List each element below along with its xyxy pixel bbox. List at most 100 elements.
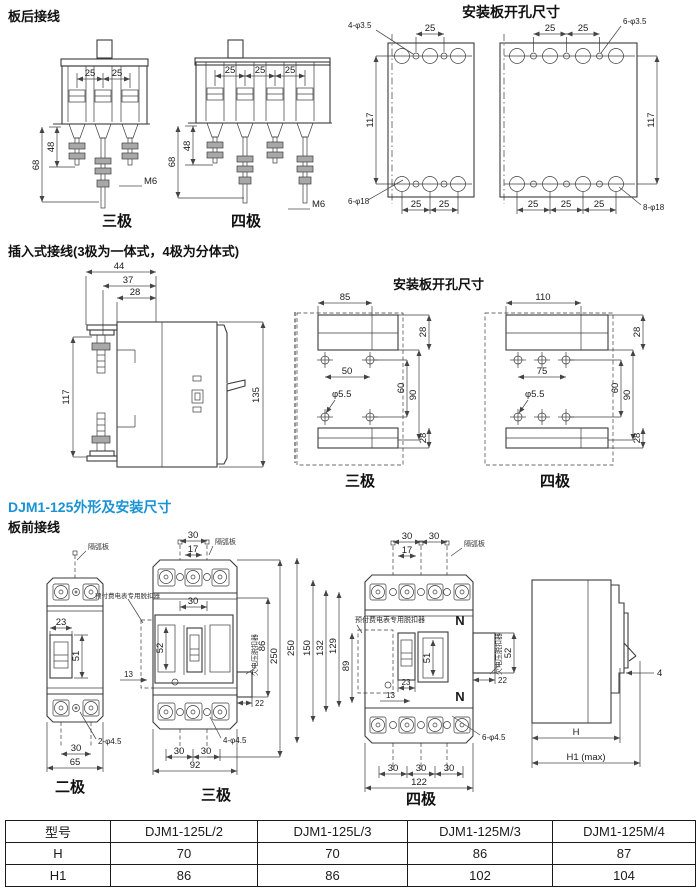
dim-135-label: 135	[251, 387, 262, 403]
dim-28-label: 28	[632, 433, 643, 444]
dim-30-label: 30	[444, 763, 455, 774]
caption-front-3pole: 三极	[200, 787, 231, 804]
release-label: 预付费电表专用脱扣器	[355, 615, 425, 624]
dim-25-label: 25	[85, 68, 96, 79]
dim-65-label: 65	[70, 757, 81, 768]
dim-23-label: 23	[402, 678, 411, 687]
arc-plate-label: 隔弧板	[88, 542, 109, 551]
section-title-rear-wiring: 板后接线	[8, 9, 61, 24]
dim-25-label: 25	[255, 65, 266, 76]
dim-51-label: 51	[422, 653, 433, 664]
cell: 70	[110, 842, 258, 865]
dim-75-label: 75	[537, 366, 548, 377]
breaker-outline	[531, 579, 637, 724]
dim-129-label: 129	[328, 638, 339, 654]
dim-68-label: 68	[167, 157, 178, 168]
plate-outline	[499, 34, 638, 204]
table-row-h1: H1 86 86 102 104	[5, 864, 696, 887]
col-header: DJM1-125M/4	[552, 820, 696, 843]
section-title-plug-wiring: 插入式接线(3极为一体式，4极为分体式)	[8, 244, 240, 259]
col-header: DJM1-125M/3	[407, 820, 553, 843]
dim-25-label: 25	[528, 199, 539, 210]
cell: 104	[552, 864, 696, 887]
dimensions: 30 30 17 隔弧板 预付费电表专用脱扣器 51 23 13 250 150…	[286, 531, 517, 792]
table-header-row: 型号 DJM1-125L/2 DJM1-125L/3 DJM1-125M/3 D…	[5, 820, 696, 843]
breaker-outline	[188, 39, 332, 204]
rear-wiring-3pole-figure: 25 25 48 68 M6	[31, 39, 157, 209]
dim-25-label: 25	[561, 199, 572, 210]
hole-callout: 4-φ4.5	[223, 736, 247, 745]
dim-25-label: 25	[285, 65, 296, 76]
side-view-figure: 4 H H1 (max)	[531, 579, 662, 768]
section-title-outline-blue: DJM1-125外形及安装尺寸	[8, 499, 172, 515]
dim-60-label: 60	[610, 383, 621, 394]
dim-110-label: 110	[535, 292, 550, 303]
dim-132-label: 132	[315, 640, 326, 656]
cell: 86	[257, 864, 408, 887]
dim-117-label: 117	[365, 112, 376, 127]
dim-22-label: 22	[255, 699, 264, 708]
plate-holes-rear-3pole-figure: 25 4-φ3.5 117 6-φ18 25 25	[348, 21, 475, 214]
dim-25-label: 25	[425, 23, 436, 34]
dim-25-label: 25	[225, 65, 236, 76]
dim-13-label: 13	[386, 691, 395, 700]
dim-117-label: 117	[646, 112, 657, 127]
dim-17-label: 17	[402, 545, 413, 556]
front-wiring-3pole-figure: 30 17 隔弧板 30 13 52 30 30 92 4-φ4.5 欠电压脱扣…	[120, 530, 283, 775]
dimensions: 25 4-φ3.5 117 6-φ18 25 25	[348, 21, 459, 214]
section-title-plate-holes-2: 安装板开孔尺寸	[393, 277, 485, 292]
cell: 87	[552, 842, 696, 865]
dim-13-label: 13	[124, 670, 133, 679]
dim-52-label: 52	[155, 643, 166, 654]
dim-48-label: 48	[46, 142, 57, 153]
dimensions: 44 37 28 117 135	[61, 261, 266, 468]
hole-callout-small: 4-φ3.5	[348, 21, 372, 30]
dim-85-label: 85	[340, 292, 351, 303]
dimensions: 25 25 48 68 M6	[31, 68, 157, 203]
plate-outline	[484, 312, 614, 466]
dim-30-label: 30	[402, 531, 413, 542]
dimensions: 4 H H1 (max)	[531, 661, 662, 768]
neutral-pole-mark: N	[455, 613, 464, 628]
front-wiring-2pole-figure: 隔弧板 23 51	[46, 542, 122, 772]
thread-m6-label: M6	[144, 176, 157, 187]
breaker-outline: 隔弧板	[46, 542, 109, 748]
col-header: DJM1-125L/3	[257, 820, 408, 843]
hole-callout-big: 8-φ18	[643, 203, 665, 212]
plate-outline	[387, 34, 475, 204]
dim-17-label: 17	[188, 544, 199, 555]
dim-89-label: 89	[341, 661, 352, 672]
section-title-front-wiring: 板前接线	[8, 520, 61, 535]
col-header-model: 型号	[5, 820, 111, 843]
dim-90-label: 90	[622, 390, 633, 401]
dim-30-label: 30	[188, 596, 199, 607]
arc-plate-label: 隔弧板	[464, 539, 485, 548]
dim-86-label: 86	[257, 641, 268, 652]
dimensions: 25 25 25 48 68 M6	[167, 65, 325, 210]
caption-plug-3pole: 三极	[344, 473, 375, 490]
thread-m6-label: M6	[312, 199, 325, 210]
dim-h1-label: H1 (max)	[566, 752, 605, 763]
row-label: H1	[5, 864, 111, 887]
col-header: DJM1-125L/2	[110, 820, 258, 843]
dimensions: 85 50 φ5.5 60 90 28 28	[317, 292, 432, 449]
hole-callout: φ5.5	[332, 389, 351, 400]
cell: 102	[407, 864, 553, 887]
dim-68-label: 68	[31, 160, 42, 171]
dim-44-label: 44	[114, 261, 125, 272]
caption-front-2pole: 二极	[54, 779, 85, 796]
dimensions: 110 75 φ5.5 60 90 28 28	[505, 292, 646, 449]
cell: 70	[257, 842, 408, 865]
dim-250-label: 250	[269, 648, 280, 664]
dim-25-label: 25	[545, 23, 556, 34]
dim-50-label: 50	[342, 366, 353, 377]
dim-90-label: 90	[408, 390, 419, 401]
dim-25-label: 25	[578, 23, 589, 34]
caption-rear-3pole: 三极	[101, 213, 132, 230]
dim-30-label: 30	[429, 531, 440, 542]
undervoltage-label: 欠电压脱扣器	[250, 634, 259, 676]
plate-holes-plug-3pole-figure: 85 50 φ5.5 60 90 28 28	[296, 292, 432, 466]
dim-250-label: 250	[286, 640, 297, 656]
dim-52-label: 52	[503, 648, 514, 659]
dim-150-label: 150	[302, 640, 313, 656]
